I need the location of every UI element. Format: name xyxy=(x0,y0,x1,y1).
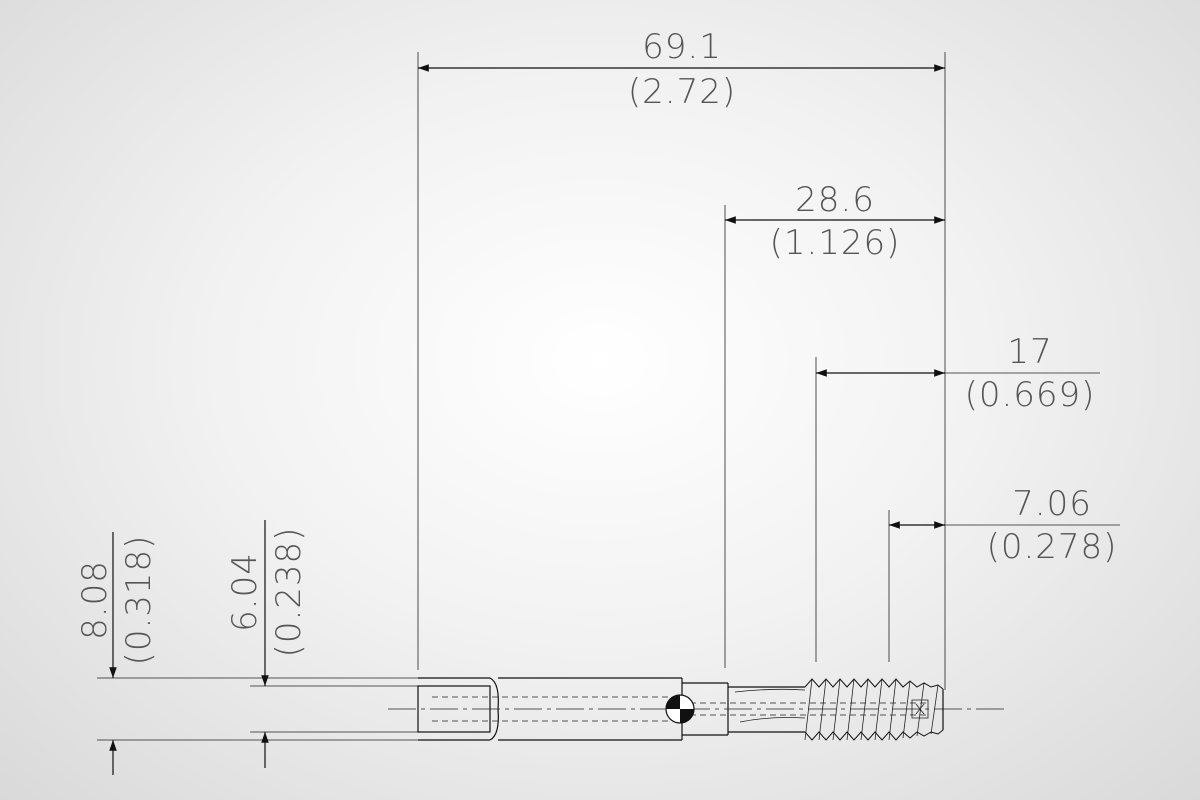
extension-lines xyxy=(417,52,946,690)
tap-flute-lower xyxy=(739,717,806,723)
dimension-overall-length: 69.1 (2.72) xyxy=(418,27,945,112)
dimension-flute-length: 17 (0.669) xyxy=(816,332,1100,415)
flute-length-metric: 17 xyxy=(1007,332,1052,372)
diameter-extension-lines xyxy=(97,677,420,741)
overall-length-imperial: (2.72) xyxy=(628,72,736,112)
shank-diameter-imperial: (0.318) xyxy=(119,535,159,666)
tap-thread-profile-top xyxy=(804,678,944,690)
dimension-thread-length: 28.6 (1.126) xyxy=(725,180,945,263)
dimension-chamfer-length: 7.06 (0.278) xyxy=(889,484,1120,567)
tap-tip-detail xyxy=(911,699,929,719)
tap-thread-profile-bottom xyxy=(804,729,944,741)
thread-length-metric: 28.6 xyxy=(795,180,875,220)
shank-diameter-metric: 8.08 xyxy=(75,560,115,640)
overall-length-metric: 69.1 xyxy=(642,27,722,67)
flute-length-imperial: (0.669) xyxy=(965,375,1096,415)
tap-thread-crests xyxy=(804,678,939,741)
square-size-metric: 6.04 xyxy=(225,552,265,632)
tap-flute-upper xyxy=(734,688,806,693)
tap-body xyxy=(388,677,1005,741)
dimension-shank-diameter: 8.08 (0.318) xyxy=(75,532,159,775)
thread-length-imperial: (1.126) xyxy=(770,223,901,263)
center-mark-icon xyxy=(665,694,695,724)
chamfer-length-imperial: (0.278) xyxy=(987,527,1118,567)
dimension-square-size: 6.04 (0.238) xyxy=(225,520,309,768)
square-size-imperial: (0.238) xyxy=(269,527,309,658)
chamfer-length-metric: 7.06 xyxy=(1012,484,1092,524)
